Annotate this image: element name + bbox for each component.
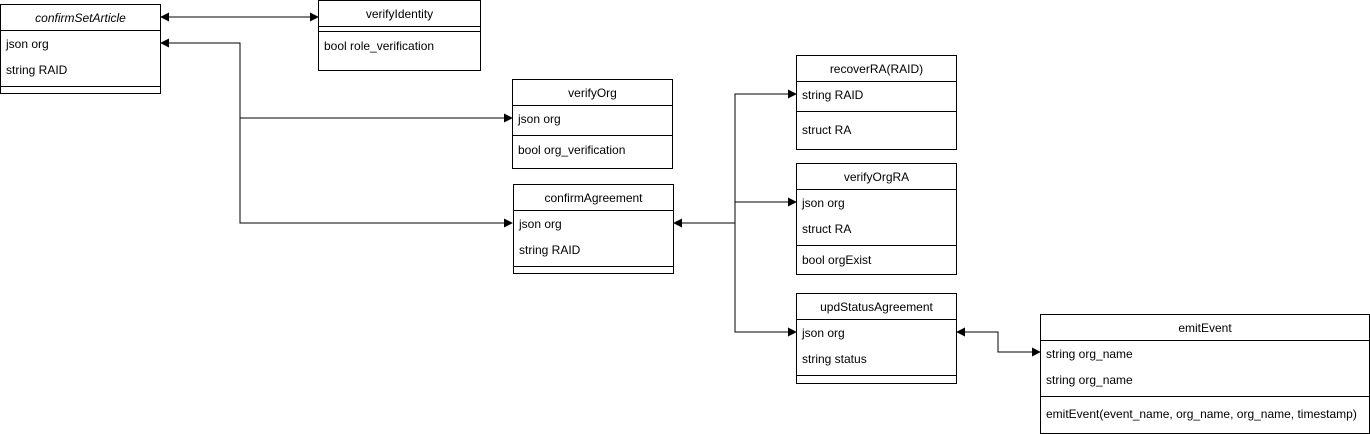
attribute-row: string RAID [519,243,581,257]
operations-section [797,375,956,384]
operation-row: emitEvent(event_name, org_name, org_name… [1046,407,1357,421]
class-emitevent[interactable]: emitEvent string org_name string org_nam… [1040,314,1370,434]
class-title: emitEvent [1041,315,1369,341]
operations-section [1,86,160,95]
attribute-row: string RAID [6,63,68,77]
attribute-row: string org_name [1046,347,1133,361]
operation-row: struct RA [802,123,852,137]
operations-section [514,266,673,275]
attribute-row: string org_name [1046,373,1133,387]
edge-updstatusagreement-emitevent [956,327,1041,357]
edge-confirmagreement-recoverra [673,89,797,228]
class-updstatusagreement[interactable]: updStatusAgreement json org string statu… [796,293,957,384]
class-title: updStatusAgreement [797,294,956,320]
class-verifyorg[interactable]: verifyOrg json org bool org_verification [512,79,673,169]
edge-confirmsetarticle-confirmagreement [239,118,513,228]
operation-row: bool role_verification [324,39,435,53]
attribute-row: struct RA [802,222,852,236]
attribute-row: json org [802,326,845,340]
attribute-row: json org [519,217,562,231]
attribute-row: json org [518,112,561,126]
attribute-row: json org [802,196,845,210]
class-recoverra[interactable]: recoverRA(RAID) string RAID struct RA [796,55,957,150]
class-verifyidentity[interactable]: verifyIdentity bool role_verification [318,0,481,71]
class-title: confirmSetArticle [1,5,160,31]
class-title: verifyOrg [513,80,672,106]
edge-confirmagreement-updstatusagreement [734,223,797,337]
attribute-row: json org [6,37,49,51]
attribute-row: string RAID [802,88,864,102]
class-confirmsetarticle[interactable]: confirmSetArticle json org string RAID [0,4,161,94]
class-title: confirmAgreement [514,185,673,211]
class-title: verifyIdentity [319,1,480,27]
class-title: recoverRA(RAID) [797,56,956,82]
attribute-row: string status [802,352,867,366]
operation-row: bool org_verification [518,143,626,157]
class-title: verifyOrgRA [797,164,956,190]
class-confirmagreement[interactable]: confirmAgreement json org string RAID [513,184,674,274]
edge-confirmsetarticle-verifyorg [160,38,513,123]
operation-row: bool orgExist [802,253,872,267]
class-verifyorgra[interactable]: verifyOrgRA json org struct RA bool orgE… [796,163,957,275]
